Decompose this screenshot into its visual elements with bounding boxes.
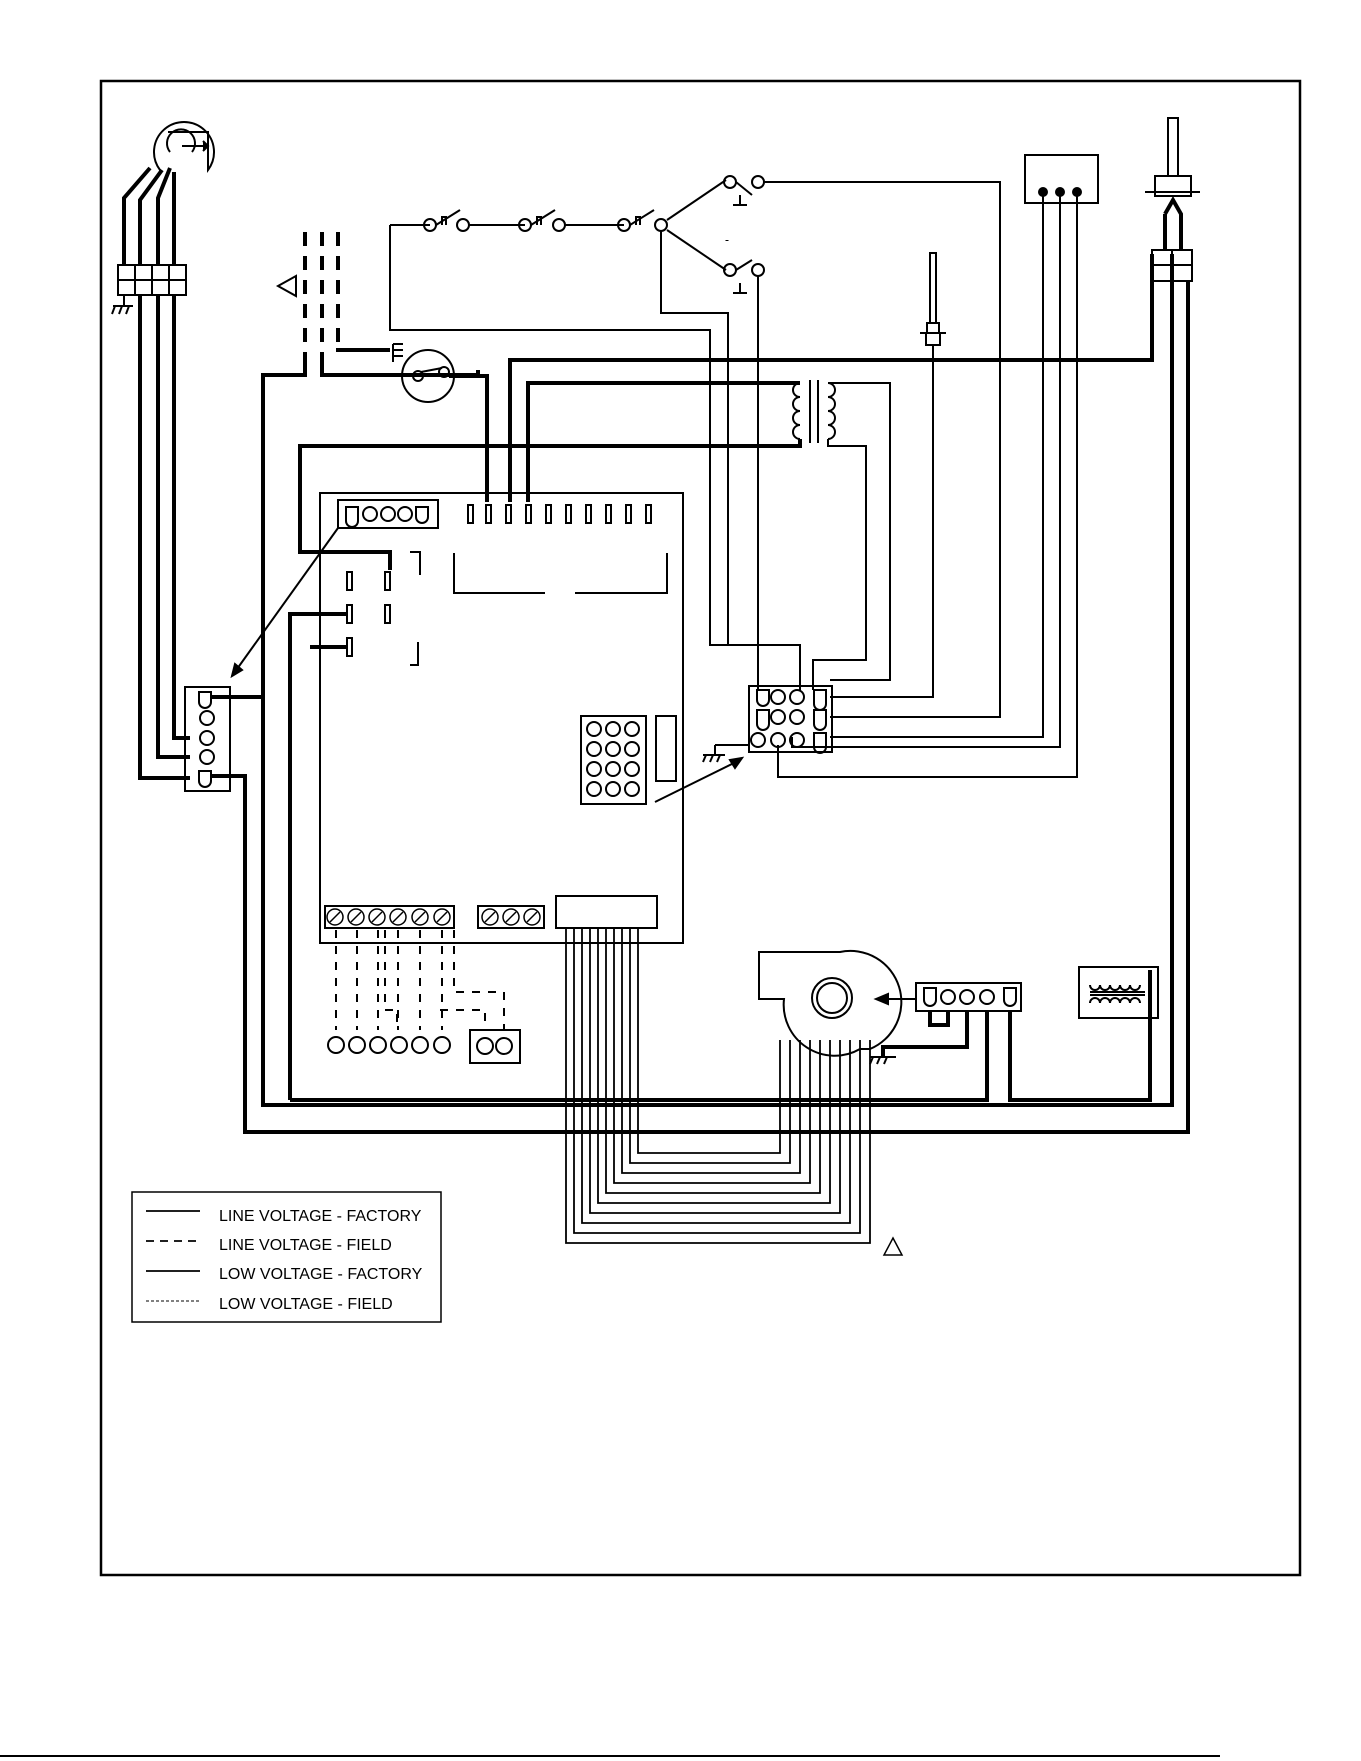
door-switch-to-board: [449, 376, 487, 502]
harness-plug-12pin: [749, 686, 832, 753]
plug-pointer-arrow: [232, 528, 338, 676]
warning-triangle-icon: [884, 1238, 902, 1255]
thermostat-screw-terminals: [325, 906, 454, 928]
blower-arrowhead: [876, 994, 888, 1004]
legend-label-line-field: LINE VOLTAGE - FIELD: [219, 1237, 392, 1254]
thermostat-terminals: [328, 1037, 450, 1053]
legend-label-line-factory: LINE VOLTAGE - FACTORY: [219, 1208, 422, 1225]
field-supply-leads: [305, 232, 338, 375]
board-leads: [290, 614, 347, 1100]
inducer-connector: [118, 265, 186, 295]
hot-surface-igniter: [245, 118, 1200, 1132]
warning-triangle-icon: [278, 276, 296, 296]
control-board: [320, 493, 683, 943]
harness-plug-left: [185, 687, 263, 791]
gas-valve-block: [778, 155, 1098, 777]
choke-transformer: [1079, 967, 1158, 1018]
inducer-leads: [124, 168, 174, 265]
blower-harness: [566, 928, 870, 1243]
flame-sensor: [830, 253, 946, 697]
board-terminal-strip: [468, 505, 651, 523]
transformer: [300, 380, 890, 690]
limit-switch-chain: [390, 210, 800, 690]
aux-terminal-pair: [470, 1030, 520, 1063]
legend-label-low-factory: LOW VOLTAGE - FACTORY: [219, 1266, 423, 1283]
blower-plug: [290, 970, 1150, 1100]
board-bracket: [454, 553, 667, 593]
ground-icon: [870, 1057, 896, 1064]
blower-harness-header: [556, 896, 657, 928]
aux-screw-terminals: [478, 906, 544, 928]
board-plug-5pin: [338, 500, 438, 528]
ground-icon: [112, 295, 133, 314]
board-spade-terminals: [347, 552, 420, 665]
transformer-primary-feed: [510, 254, 1152, 502]
board-plug-arrowhead: [730, 758, 742, 768]
inducer-motor-icon: [154, 122, 214, 170]
diagram-frame: [101, 81, 1300, 1575]
legend-label-low-field: LOW VOLTAGE - FIELD: [219, 1296, 393, 1313]
board-plug-12pin: [581, 716, 676, 804]
inducer-to-plug-wires: [140, 295, 190, 778]
thermostat-field-wiring: [336, 930, 504, 1030]
